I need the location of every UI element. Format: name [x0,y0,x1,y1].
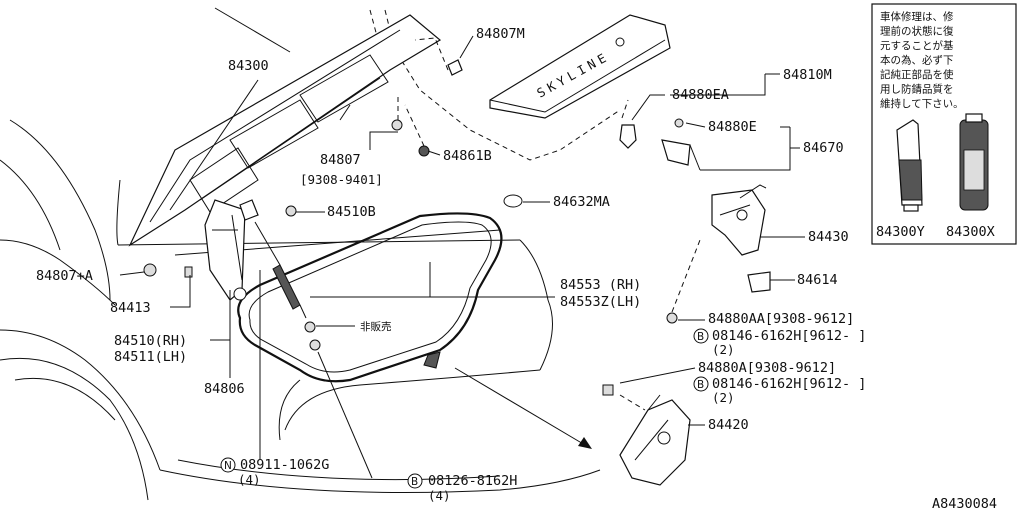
notice-line: 元することが基 [880,39,954,52]
label-84614: 84614 [797,272,838,288]
badge-b-1-letter: B [697,331,704,343]
label-bolt-2-code: 08146-6162H[9612- ] [712,376,866,392]
label-84413: 84413 [110,300,151,316]
label-nut-qty: (4) [238,472,261,487]
hinge-and-struts [143,199,307,319]
notice-text: 車体修理は、修理前の状態に復元することが基本の為、必ず下記純正部品を使用し防錆品… [880,10,964,110]
notice-line: 維持して下さい。 [880,97,964,110]
badge-b-1 [693,328,709,344]
spray-can-icon [959,113,989,211]
notice-line: 車体修理は、修 [880,10,954,23]
badge-b-3 [407,473,423,489]
label-84806: 84806 [204,381,245,397]
lock-assembly [619,118,771,293]
label-bolt-3-qty: (4) [428,488,451,503]
fasteners [285,59,678,369]
label-bolt-1-qty: (2) [712,342,735,357]
label-84420: 84420 [708,417,749,433]
label-84511-lh: 84511(LH) [114,349,187,365]
label-bolt-1-code: 08146-6162H[9612- ] [712,328,866,344]
label-84632ma: 84632MA [553,194,610,210]
leader-lines [119,35,805,479]
label-84807m: 84807M [476,26,525,42]
notice-line: 理前の状態に復 [880,25,954,38]
latch-arrow [454,367,592,449]
label-84807: 84807 [320,152,361,168]
label-84510b: 84510B [327,204,376,220]
rear-spoiler: SKYLINE [489,14,671,119]
badge-n-letter: N [224,460,232,472]
label-nut-code: 08911-1062G [240,457,329,473]
label-84553z-lh: 84553Z(LH) [560,294,641,310]
label-84880aa: 84880AA[9308-9612] [708,311,854,327]
label-84670: 84670 [803,140,844,156]
repair-notice-box: 車体修理は、修理前の状態に復元することが基本の為、必ず下記純正部品を使用し防錆品… [871,3,1017,245]
label-84807-range: [9308-9401] [300,172,383,187]
car-body-outline [0,7,621,501]
badge-b-2-letter: B [697,379,704,391]
label-not-for-sale: 非販売 [360,320,392,333]
label-bolt-3-code: 08126-8162H [428,473,517,489]
label-84430: 84430 [808,229,849,245]
trunk-lid [128,14,442,247]
label-84300x: 84300X [946,224,995,240]
diagram-id: A8430084 [932,496,997,512]
label-84300y: 84300Y [876,224,925,240]
badge-n [220,457,236,473]
badge-b-2 [693,376,709,392]
trunk-latch [602,384,691,486]
label-84810m: 84810M [783,67,832,83]
notice-line: 本の為、必ず下 [880,54,954,67]
label-84300: 84300 [228,58,269,74]
label-84880ea: 84880EA [672,87,729,103]
label-84553-rh: 84553 (RH) [560,277,641,293]
label-84880a: 84880A[9308-9612] [698,360,836,376]
badge-b-3-letter: B [411,476,418,488]
label-84807a: 84807+A [36,268,93,284]
trunk-weatherstrip [237,212,503,383]
notice-line: 記純正部品を使 [880,68,954,81]
sealant-tube-icon [896,119,923,212]
notice-line: 用し防錆品質を [880,83,954,96]
label-bolt-2-qty: (2) [712,390,735,405]
label-84880e: 84880E [708,119,757,135]
label-84510-rh: 84510(RH) [114,333,187,349]
label-84861b: 84861B [443,148,492,164]
